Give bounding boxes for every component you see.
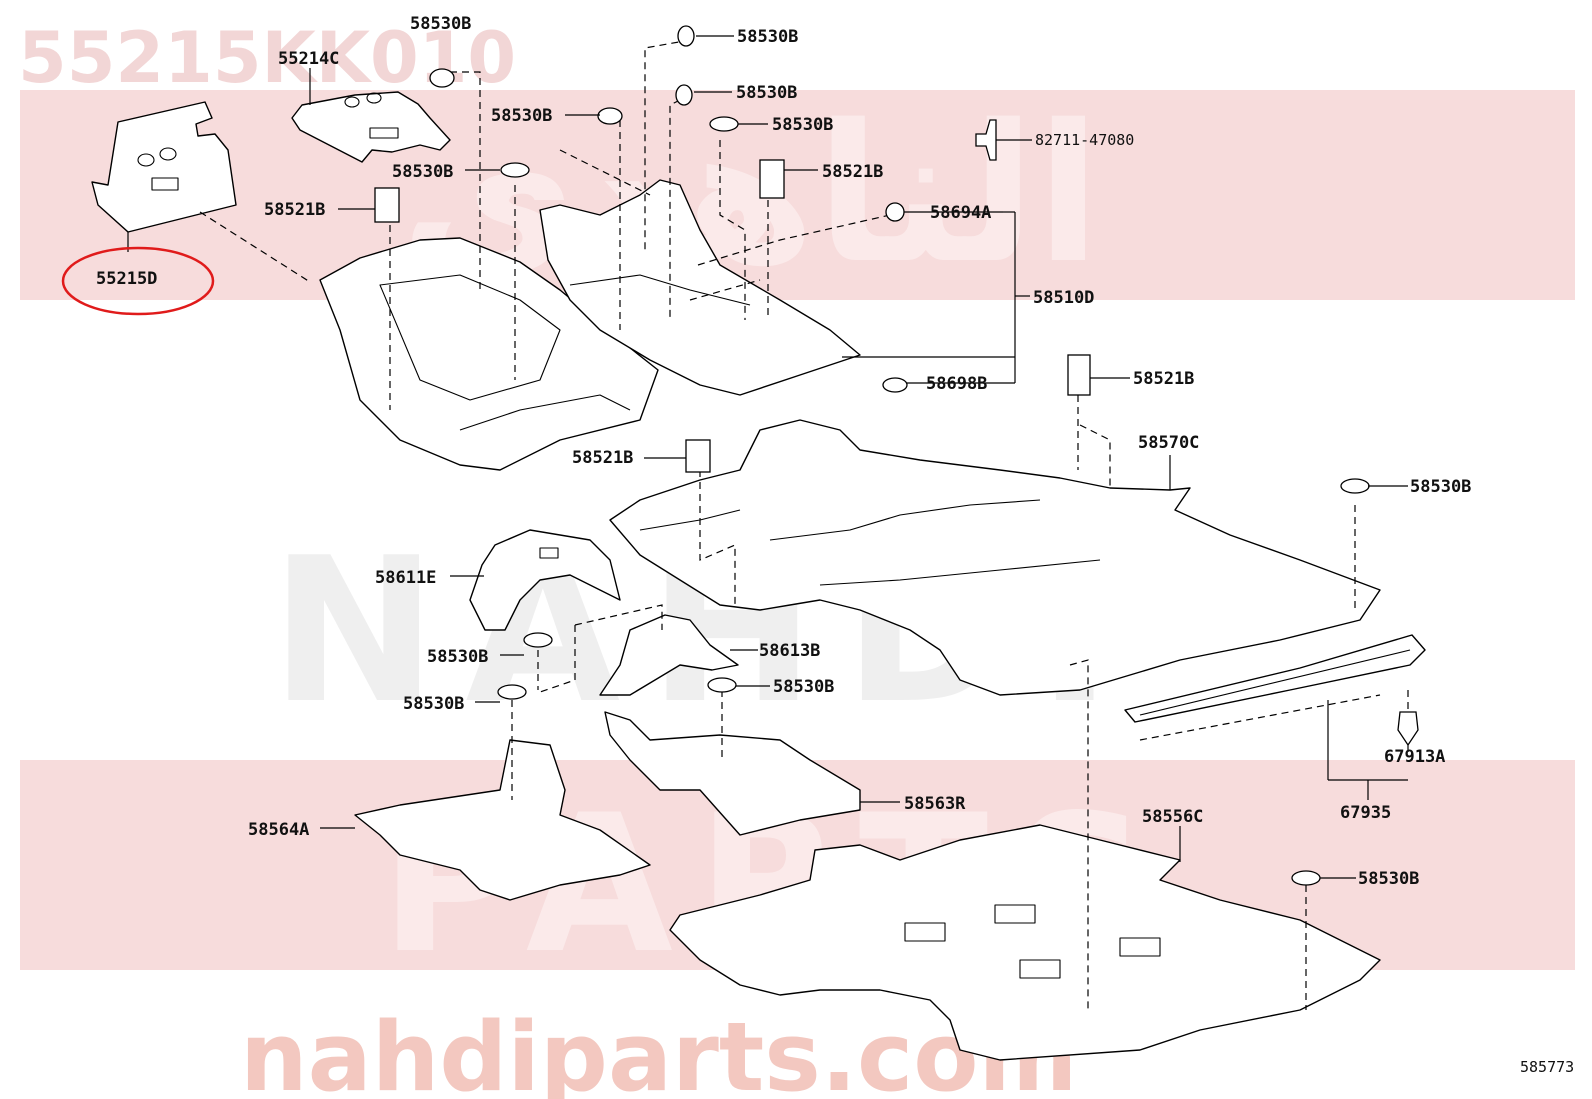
- label-67913A[interactable]: 67913A: [1384, 747, 1445, 767]
- nut-58694A-icon: [885, 202, 905, 222]
- clip-58530B-icon: [523, 632, 553, 648]
- assembly-guide-lines: [389, 39, 1409, 1010]
- page-title: 55215KK010: [18, 17, 516, 99]
- clip-58530B-icon: [500, 162, 530, 178]
- label-58530B[interactable]: 58530B: [491, 106, 552, 126]
- part-front-left-carpet: [319, 237, 659, 471]
- clip-58530B-icon: [709, 116, 739, 132]
- retainer-58521B-icon: [685, 439, 711, 473]
- clip-58530B-icon: [597, 107, 623, 125]
- label-58698B[interactable]: 58698B: [926, 374, 987, 394]
- label-58521B[interactable]: 58521B: [1133, 369, 1194, 389]
- part-number-labels: 55214C 55215D 58530B 58530B 58530B 58530…: [96, 14, 1471, 889]
- label-58530B[interactable]: 58530B: [392, 162, 453, 182]
- label-67935[interactable]: 67935: [1340, 803, 1391, 823]
- watermark-site-url: nahdiparts.com: [240, 1003, 1078, 1099]
- clip-67913A-icon: [1397, 711, 1419, 747]
- label-58563R[interactable]: 58563R: [904, 794, 966, 814]
- part-58570C-floor-carpet: [609, 419, 1381, 696]
- clip-58530B-icon: [497, 684, 527, 700]
- part-58556C-rear-carpet: [669, 824, 1381, 1061]
- label-82711-47080[interactable]: 82711-47080: [1035, 131, 1134, 149]
- label-58530B[interactable]: 58530B: [1358, 869, 1419, 889]
- highlight-circle-55215D: [61, 246, 215, 316]
- label-58556C[interactable]: 58556C: [1142, 807, 1203, 827]
- label-55214C[interactable]: 55214C: [278, 49, 339, 69]
- label-58530B[interactable]: 58530B: [1410, 477, 1471, 497]
- clip-58530B-icon: [1291, 870, 1321, 886]
- label-58694A[interactable]: 58694A: [930, 203, 991, 223]
- clip-82711-icon: [975, 119, 997, 161]
- label-58530B[interactable]: 58530B: [403, 694, 464, 714]
- watermark-band-top: [20, 90, 1575, 300]
- label-58570C[interactable]: 58570C: [1138, 433, 1199, 453]
- clip-58530B-icon: [707, 677, 737, 693]
- part-58613B-bracket: [599, 614, 739, 696]
- clip-58530B-icon: [675, 84, 693, 106]
- retainer-58521B-icon: [1067, 354, 1091, 396]
- label-58611E[interactable]: 58611E: [375, 568, 436, 588]
- clip-58530B-icon: [677, 25, 695, 47]
- label-58530B[interactable]: 58530B: [773, 677, 834, 697]
- retainer-58521B-icon: [374, 187, 400, 223]
- label-58521B[interactable]: 58521B: [572, 448, 633, 468]
- part-55214C-pad: [291, 68, 451, 163]
- clip-58530B-icon: [1340, 478, 1370, 494]
- retainer-58521B-icon: [759, 159, 785, 199]
- label-58521B[interactable]: 58521B: [822, 162, 883, 182]
- label-58510D[interactable]: 58510D: [1033, 288, 1094, 308]
- label-58521B[interactable]: 58521B: [264, 200, 325, 220]
- clip-58530B-icon: [429, 68, 455, 88]
- part-58611E-bracket: [469, 529, 621, 631]
- label-58530B[interactable]: 58530B: [736, 83, 797, 103]
- label-58530B[interactable]: 58530B: [427, 647, 488, 667]
- label-58530B[interactable]: 58530B: [410, 14, 471, 34]
- part-67935-rear-step: [1124, 634, 1426, 723]
- label-58530B[interactable]: 58530B: [772, 115, 833, 135]
- label-58530B[interactable]: 58530B: [737, 27, 798, 47]
- leader-lines: [320, 35, 1409, 879]
- label-58564A[interactable]: 58564A: [248, 820, 309, 840]
- label-58613B[interactable]: 58613B: [759, 641, 820, 661]
- grommet-58698B-icon: [882, 377, 908, 393]
- part-58563R-carpet: [604, 711, 861, 836]
- part-55215D-pad: [91, 101, 311, 283]
- part-58564A-carpet: [354, 739, 651, 901]
- diagram-code: 585773: [1520, 1058, 1574, 1076]
- label-55215D[interactable]: 55215D: [96, 269, 157, 289]
- fastener-clips: [374, 25, 1419, 886]
